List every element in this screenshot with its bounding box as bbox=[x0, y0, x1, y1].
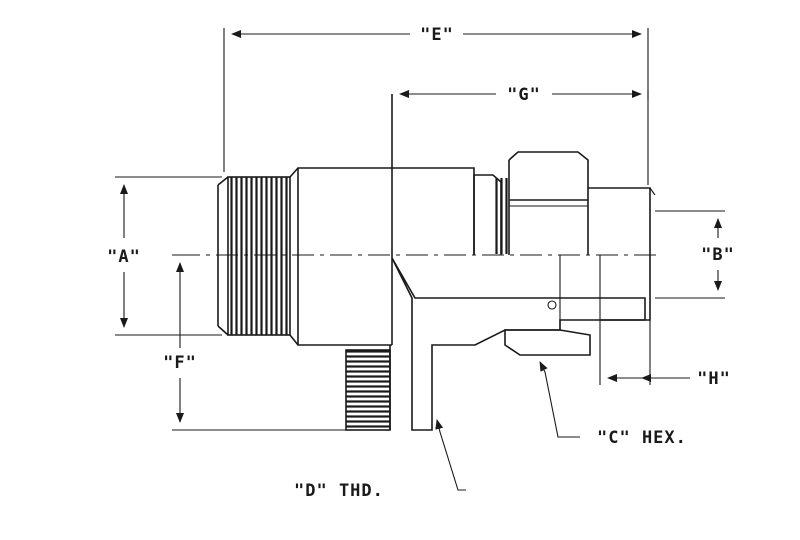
dimension-f: "F" bbox=[163, 254, 348, 431]
fitting-body bbox=[178, 94, 660, 346]
label-d-thd: "D" THD. bbox=[294, 481, 384, 501]
sectioned-area bbox=[391, 255, 646, 431]
dimension-b: "B" bbox=[655, 210, 735, 299]
label-b: "B" bbox=[701, 245, 735, 265]
large-thread bbox=[228, 177, 290, 335]
leader-c-hex: "C" HEX. bbox=[539, 361, 687, 448]
small-thread bbox=[345, 345, 391, 431]
label-g: "G" bbox=[507, 85, 541, 105]
label-h: "H" bbox=[697, 369, 731, 389]
leader-d-thd: "D" THD. bbox=[294, 419, 466, 501]
dimension-a: "A" bbox=[107, 176, 222, 336]
label-f: "F" bbox=[163, 353, 197, 373]
dimension-g: "G" bbox=[399, 85, 649, 105]
label-c-hex: "C" HEX. bbox=[597, 428, 687, 448]
dimension-e: "E" bbox=[223, 25, 649, 185]
label-a: "A" bbox=[107, 247, 141, 267]
label-e: "E" bbox=[420, 25, 454, 45]
dimension-h: "H" bbox=[599, 320, 731, 389]
